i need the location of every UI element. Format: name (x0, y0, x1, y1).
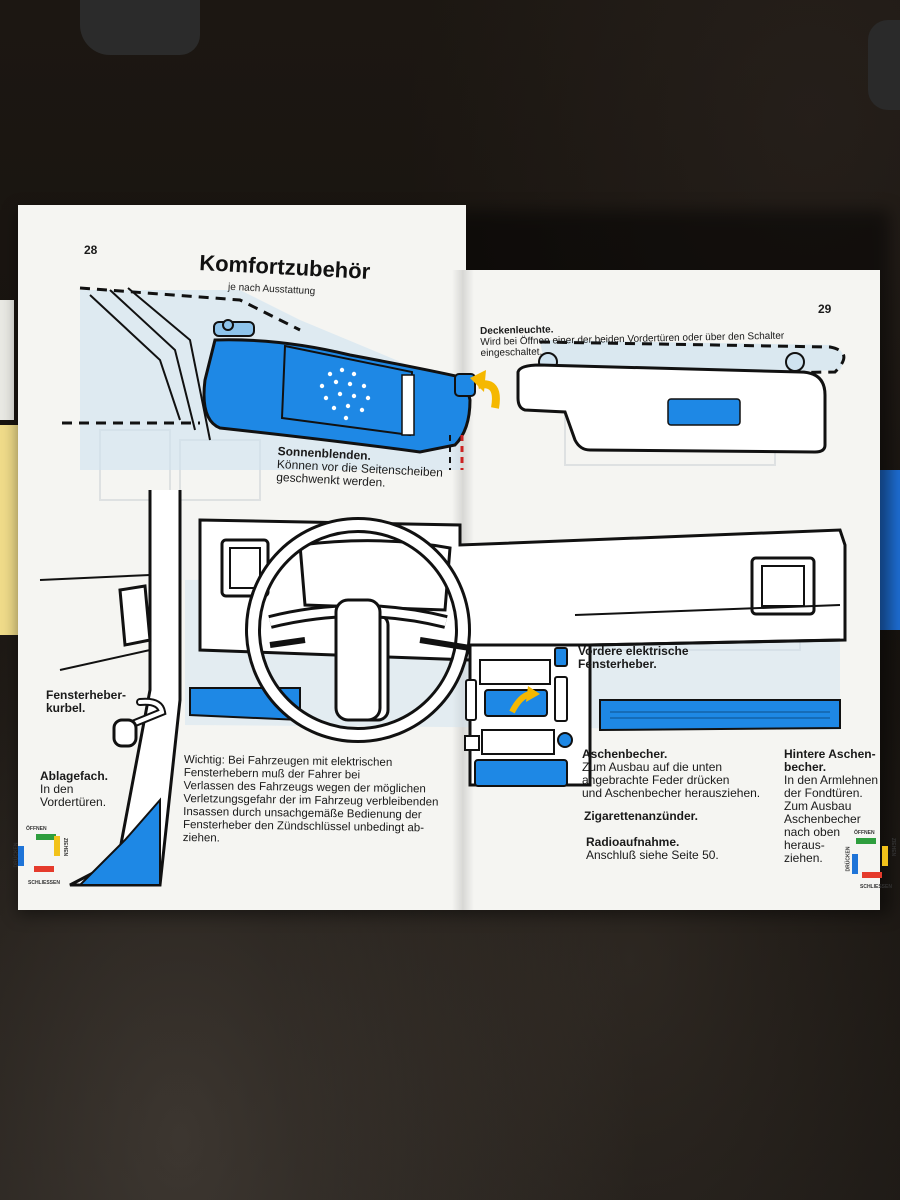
legend-close-label-right: SCHLIESSEN (860, 884, 892, 890)
ashtray-caption: Aschenbecher. Zum Ausbau auf die unten a… (582, 748, 760, 800)
window-crank-heading: Fensterheber- kurbel. (46, 688, 127, 715)
sunvisor-illustration (62, 286, 500, 470)
warning-text: Wichtig: Bei Fahrzeugen mit elektrischen… (182, 754, 439, 845)
radio-caption: Radioaufnahme. Anschluß siehe Seite 50. (586, 836, 719, 862)
ashtray-heading: Aschenbecher. (582, 747, 668, 761)
legend-open-label-right: ÖFFNEN (854, 830, 875, 836)
right-page-number: 29 (818, 302, 832, 316)
direction-legend-icon-right (852, 838, 888, 878)
legend-pull-label: ZIEHEN (62, 837, 69, 857)
rear-ashtray-caption: Hintere Aschen- becher. In den Armlehnen… (784, 748, 878, 865)
top-right-object (868, 20, 900, 110)
ceiling-light-illustration (516, 340, 846, 454)
radio-body: Anschluß siehe Seite 50. (586, 848, 719, 862)
legend-press-label: DRÜCKEN (13, 842, 20, 868)
power-windows-heading: Vordere elektrische Fensterheber. (578, 644, 689, 671)
rear-ashtray-heading: Hintere Aschen- becher. (784, 747, 876, 774)
right-blue-tab (876, 470, 900, 630)
ceiling-light-caption: Deckenleuchte. Wird bei Öffnen einer der… (480, 320, 785, 359)
storage-body: In den Vordertüren. (40, 782, 107, 809)
steering-wheel (245, 517, 471, 743)
left-page-number: 28 (84, 243, 98, 257)
radio-heading: Radioaufnahme. (586, 835, 680, 849)
direction-legend-icon (18, 834, 60, 872)
legend-open-label: ÖFFNEN (26, 826, 47, 832)
left-white-tab (0, 300, 14, 420)
storage-caption: Ablagefach. In den Vordertüren. (40, 770, 108, 809)
legend-close-label: SCHLIESSEN (28, 880, 60, 886)
dashboard-illustration (39, 490, 847, 887)
legend-pull-label-right: ZIEHEN (890, 837, 897, 857)
storage-heading: Ablagefach. (40, 769, 109, 783)
window-crank-handle (112, 697, 167, 748)
rear-ashtray-body: In den Armlehnen der Fondtüren. Zum Ausb… (784, 773, 879, 865)
ashtray-body: Zum Ausbau auf die unten angebrachte Fed… (582, 760, 761, 800)
legend-press-label-right: DRÜCKEN (845, 846, 852, 872)
lighter-heading: Zigarettenanzünder. (584, 809, 699, 823)
top-left-object (80, 0, 200, 55)
